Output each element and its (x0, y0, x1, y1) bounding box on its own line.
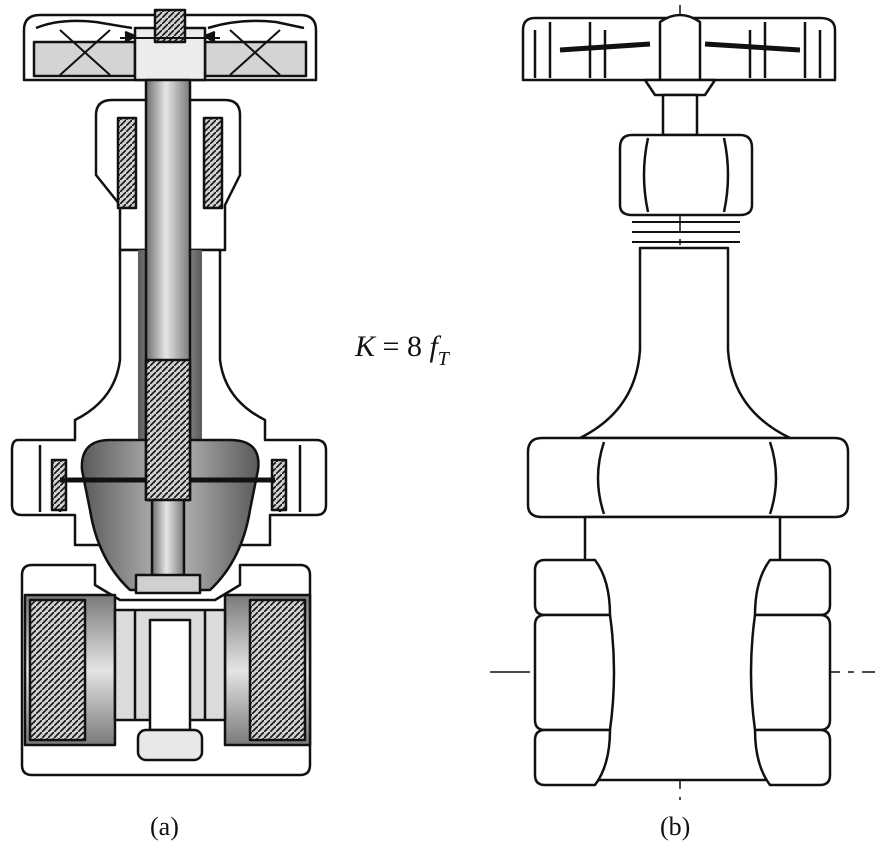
valve-exterior-view (490, 5, 875, 800)
packing-nut-hex (618, 133, 754, 243)
formula-coefficient: 8 (406, 330, 422, 363)
caption-a: (a) (150, 812, 179, 841)
formula-subscript: T (437, 348, 449, 370)
formula-symbol: f (429, 330, 438, 363)
formula-equals: = (382, 330, 400, 363)
body-exterior (533, 515, 832, 787)
formula-lhs: K (355, 330, 376, 363)
valve-stem (134, 78, 202, 595)
handwheel-exterior (521, 13, 837, 82)
caption-b: (b) (660, 812, 691, 841)
resistance-coefficient-formula: K = 8 fT (355, 330, 449, 370)
valve-section-view (10, 8, 328, 777)
handwheel-section (22, 8, 318, 82)
stem-neck (643, 78, 717, 137)
bonnet-neck (578, 246, 792, 440)
bonnet-hex (526, 436, 850, 519)
valve-body (20, 563, 312, 777)
